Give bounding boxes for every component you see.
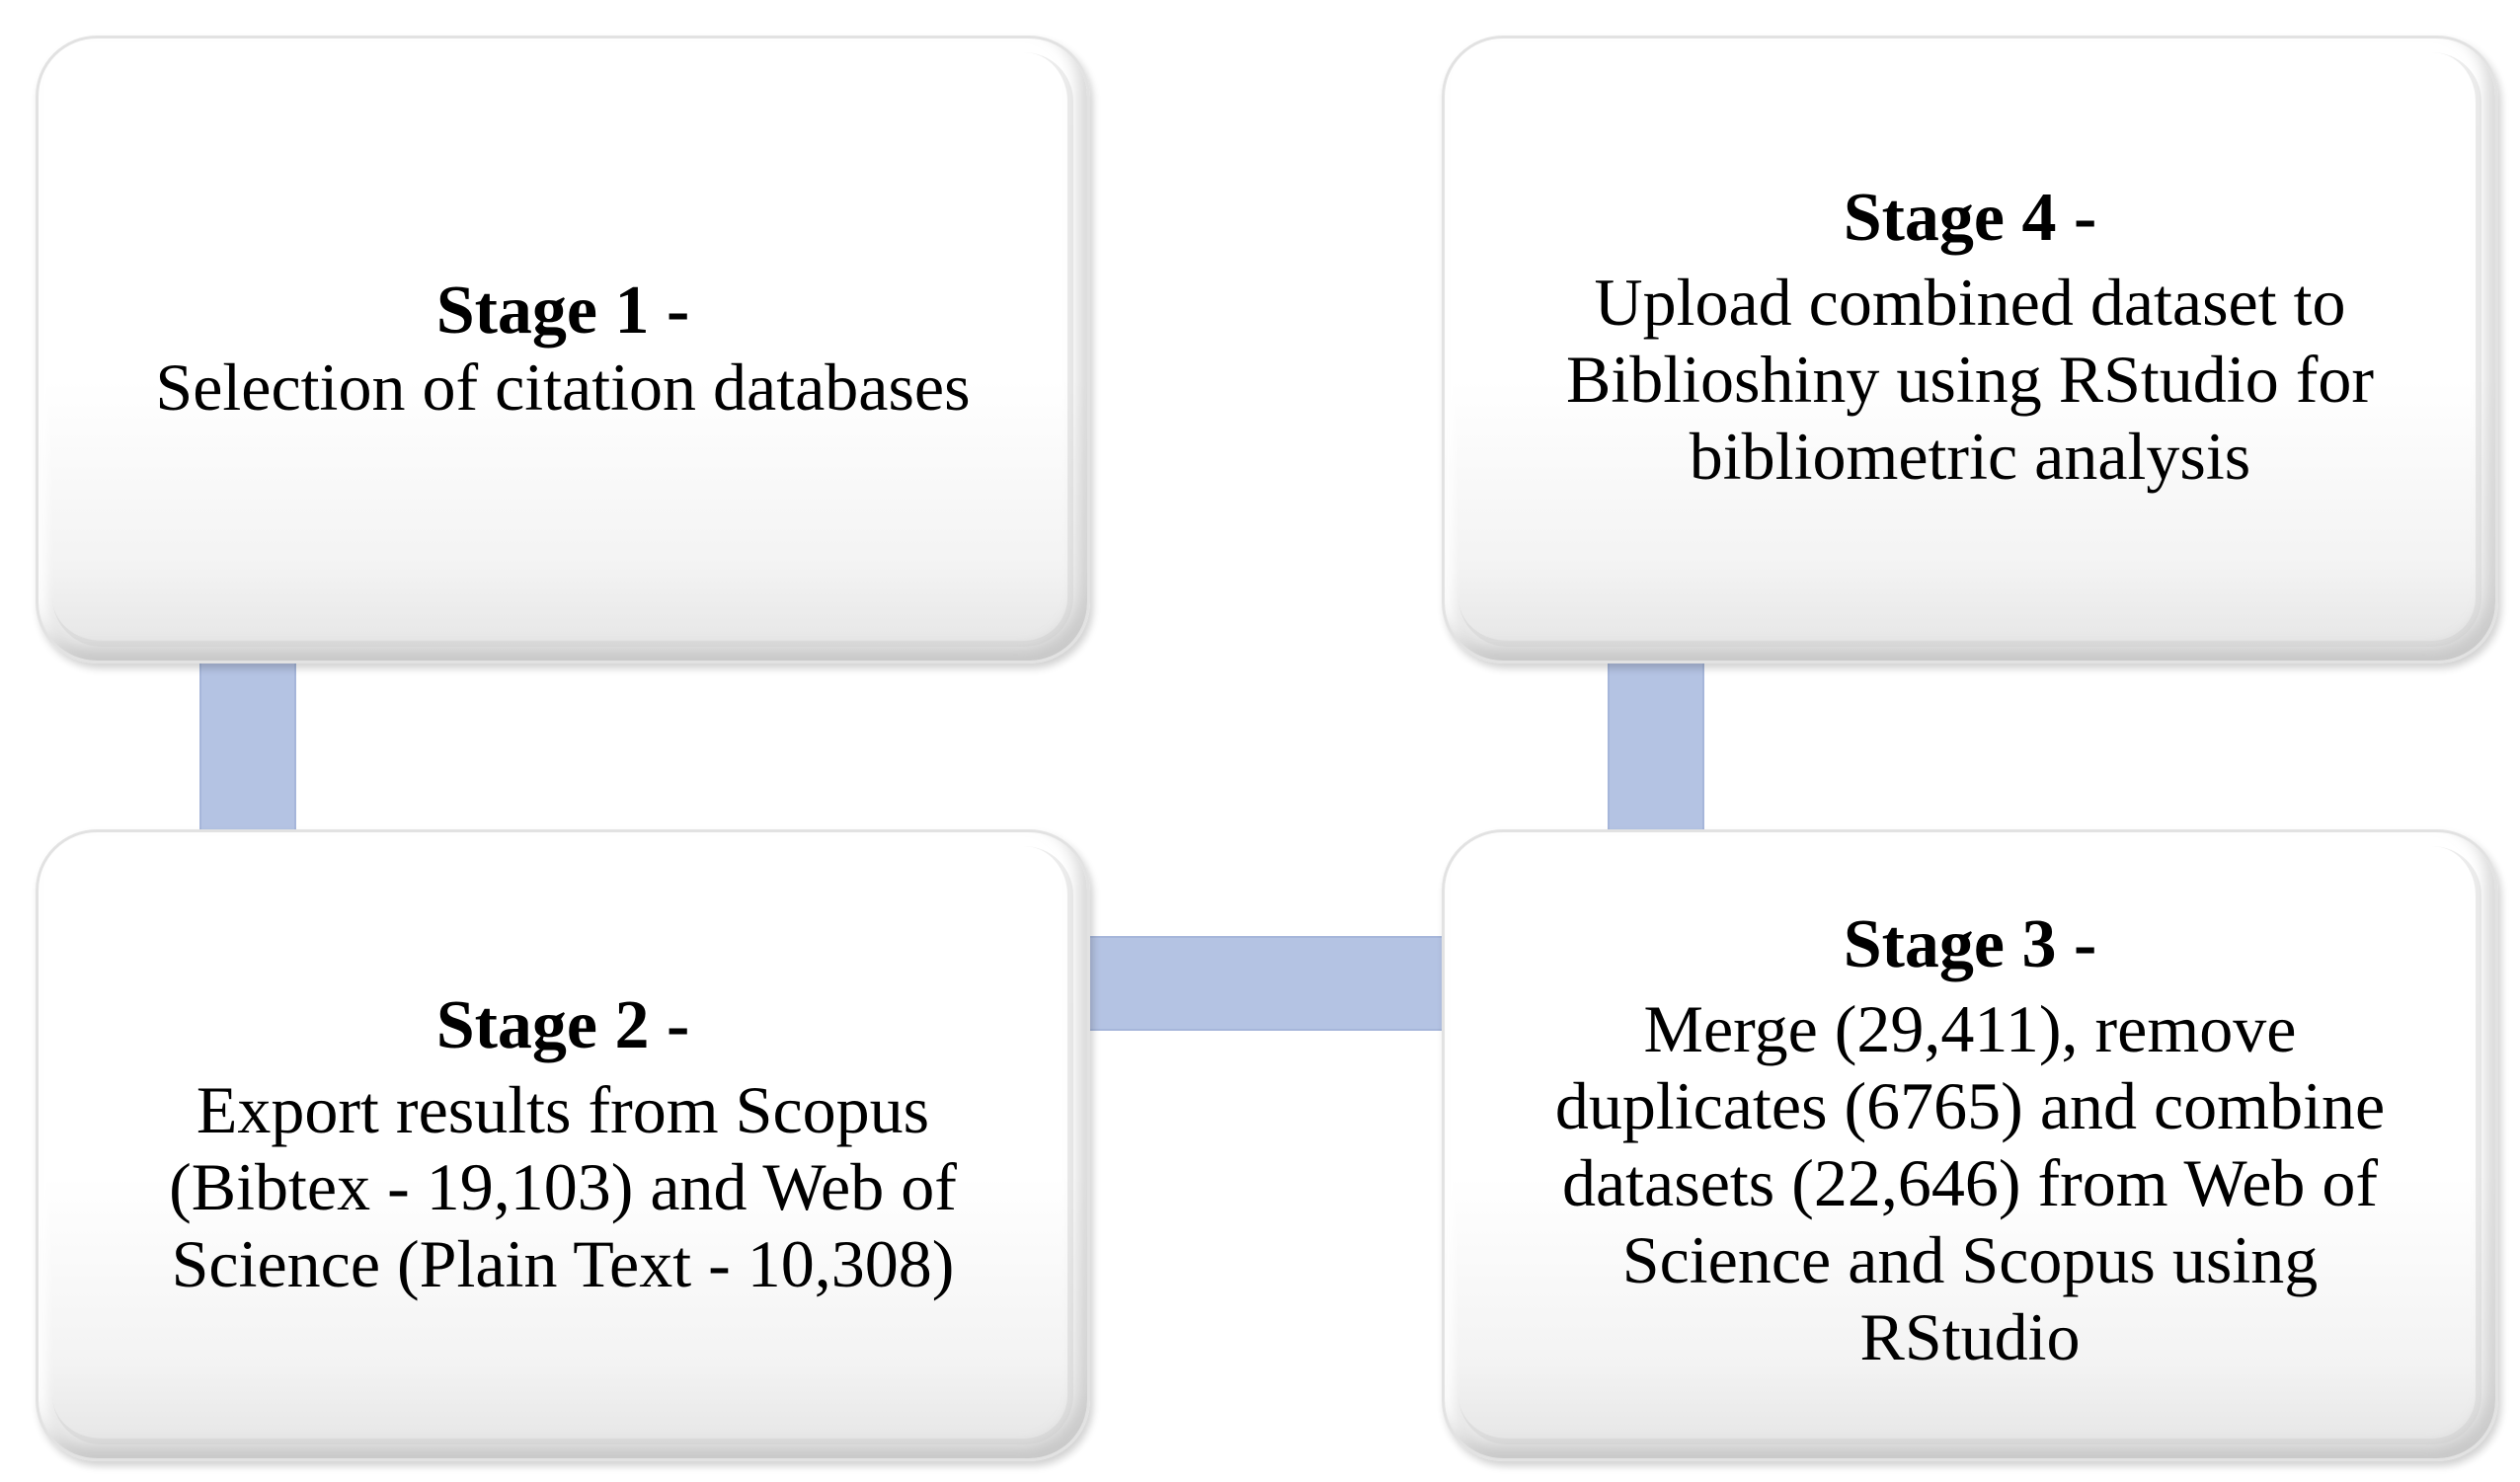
stage-3-box: Stage 3 - Merge (29,411), remove duplica…	[1442, 829, 2498, 1461]
stage-4-description: Upload combined dataset to Biblioshiny u…	[1566, 264, 2374, 494]
stage-4-box: Stage 4 - Upload combined dataset to Bib…	[1442, 36, 2498, 663]
stage-4-title: Stage 4 -	[1843, 180, 2097, 256]
stage-2-description: Export results from Scopus (Bibtex - 19,…	[169, 1071, 957, 1301]
connector-stage3-stage4	[1608, 652, 1704, 849]
stage-2-title: Stage 2 -	[435, 986, 690, 1063]
connector-stage1-stage2	[199, 652, 296, 849]
stage-1-description: Selection of citation databases	[155, 349, 971, 425]
connector-stage2-stage3	[1076, 936, 1452, 1031]
stage-2-box: Stage 2 - Export results from Scopus (Bi…	[36, 829, 1090, 1461]
stage-3-title: Stage 3 -	[1843, 906, 2097, 982]
stage-3-description: Merge (29,411), remove duplicates (6765)…	[1554, 990, 2386, 1375]
stage-1-title: Stage 1 -	[435, 273, 690, 350]
stage-1-box: Stage 1 - Selection of citation database…	[36, 36, 1090, 663]
